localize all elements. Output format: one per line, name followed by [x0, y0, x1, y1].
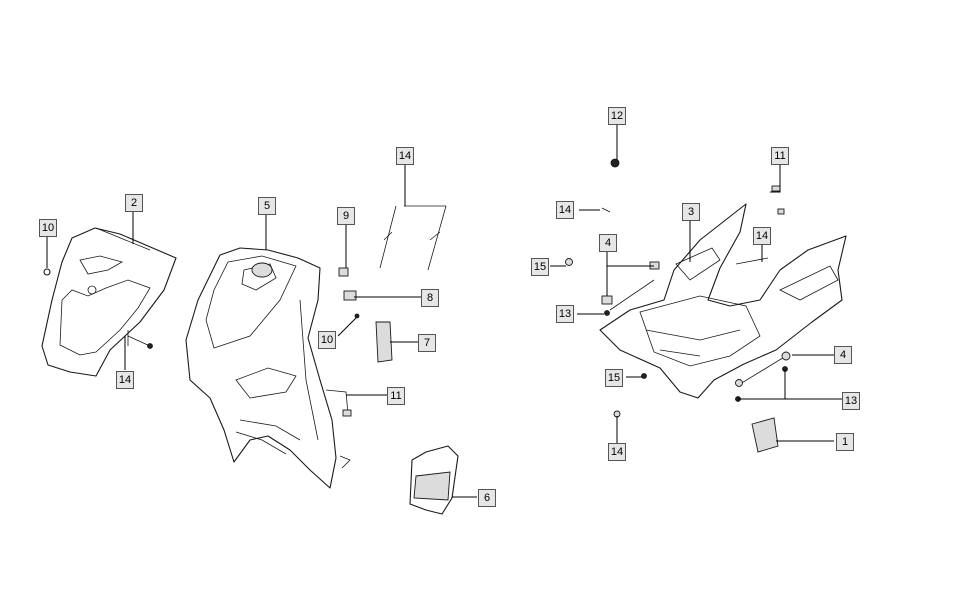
callout-1: 1	[836, 433, 854, 451]
callout-14: 14	[608, 443, 626, 461]
part-rod-4b	[735, 351, 791, 387]
part-mat-1	[751, 417, 779, 453]
callout-7: 7	[418, 334, 436, 352]
callout-14: 14	[753, 227, 771, 245]
callout-4: 4	[599, 234, 617, 252]
callout-14: 14	[556, 201, 574, 219]
callout-2: 2	[125, 194, 143, 212]
part-bracket-11b	[771, 185, 785, 215]
callout-15: 15	[605, 369, 623, 387]
callout-10: 10	[318, 331, 336, 349]
callout-10: 10	[39, 219, 57, 237]
callout-11: 11	[771, 147, 789, 165]
part-screw-14c	[601, 207, 611, 213]
part-screw-13b	[735, 366, 788, 402]
part-rod-14d	[735, 257, 769, 265]
callout-13: 13	[842, 392, 860, 410]
part-clip-9	[338, 267, 349, 277]
callout-15: 15	[531, 258, 549, 276]
callout-14: 14	[396, 147, 414, 165]
callout-6: 6	[478, 489, 496, 507]
callout-9: 9	[337, 207, 355, 225]
part-screw-10b	[354, 313, 360, 319]
part-screw-15b	[641, 373, 647, 379]
part-front-shield-cover	[41, 227, 177, 377]
part-bushing-4a	[601, 261, 660, 311]
part-plate-7	[375, 321, 393, 363]
part-rods-14b	[379, 205, 447, 271]
part-front-inner-panel	[185, 247, 351, 489]
part-screw-12	[610, 158, 620, 168]
part-floor-cover-6	[409, 445, 459, 515]
callout-4: 4	[834, 346, 852, 364]
leader-lines	[46, 124, 842, 498]
part-screw-14a	[127, 330, 153, 349]
part-screw-13a	[604, 310, 610, 316]
callout-8: 8	[421, 289, 439, 307]
callout-3: 3	[682, 203, 700, 221]
part-floor-frame-3	[599, 203, 847, 399]
part-screw-10a	[43, 268, 51, 276]
part-bracket-8	[343, 290, 357, 301]
callout-13: 13	[556, 305, 574, 323]
callout-5: 5	[258, 197, 276, 215]
callout-12: 12	[608, 107, 626, 125]
part-screw-15a	[565, 258, 573, 266]
callout-14: 14	[116, 371, 134, 389]
part-bracket-11a	[325, 389, 352, 417]
callout-11: 11	[387, 387, 405, 405]
